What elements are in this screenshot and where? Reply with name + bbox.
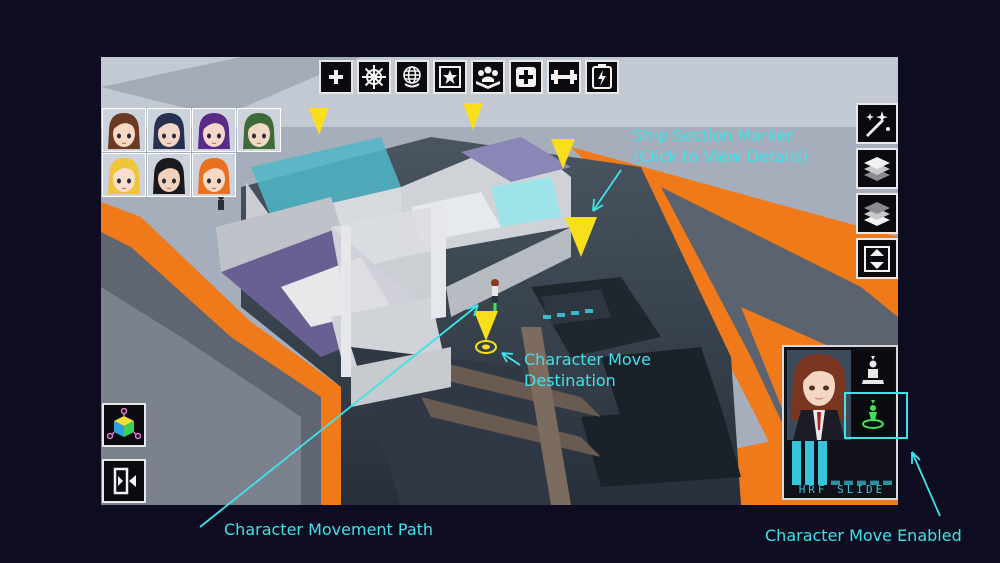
stat-bar [857,480,866,485]
ship-wheel-icon [362,65,386,89]
magic-sparkle-button[interactable] [856,103,898,144]
layers-down-button[interactable] [856,193,898,234]
layers-down-icon [864,201,890,226]
callout-line: Ship Section Marker [633,126,793,145]
stat-bar [883,480,892,485]
character-stand-button[interactable] [852,351,894,391]
stat-bar [870,480,879,485]
dumbbell-icon [551,70,577,84]
magic-sparkle-icon [866,110,890,137]
top-toolbar [319,60,619,94]
right-tool-panel [856,103,898,279]
character-move-icon [862,400,884,429]
stat-bar [831,480,840,485]
power-battery-icon [592,64,612,89]
star-badge-icon [439,66,461,88]
stat-bar [805,441,814,485]
crew-group-icon [476,66,500,89]
character-portrait[interactable] [237,108,281,152]
selected-character-panel: HRF SLIDE [782,345,898,500]
expand-vertical-icon [864,245,890,272]
stat-bars [792,441,892,485]
movement-path-callout: Character Movement Path [224,520,434,539]
character-stand-icon [862,356,884,384]
stat-bar [818,441,827,485]
character-portrait[interactable] [147,153,191,197]
cube-network-icon [107,408,141,440]
move-destination-callout: Character Move Destination [524,349,651,391]
power-battery-button[interactable] [585,60,619,94]
dumbbell-button[interactable] [547,60,581,94]
layers-up-button[interactable] [856,148,898,189]
character-move-button[interactable] [852,395,894,435]
map-character[interactable] [491,279,499,302]
ship-wheel-button[interactable] [357,60,391,94]
move-enabled-highlight [844,392,908,439]
expand-vertical-button[interactable] [856,238,898,279]
crew-group-button[interactable] [471,60,505,94]
callout-line: Character Move [524,350,651,369]
star-badge-button[interactable] [433,60,467,94]
stats-label: HRF SLIDE [798,483,886,496]
medical-cross-button[interactable] [509,60,543,94]
stat-bar [844,480,853,485]
move-enabled-callout: Character Move Enabled [765,526,962,545]
character-portrait[interactable] [147,108,191,152]
ship-section-marker-callout: Ship Section Marker (Click to View Detai… [633,125,808,167]
stat-bar [792,441,801,485]
selected-character-portrait[interactable] [787,350,851,440]
character-portrait[interactable] [102,108,146,152]
callout-line: Destination [524,371,616,390]
medical-cross-icon [516,67,536,87]
character-portrait[interactable] [192,153,236,197]
character-portrait[interactable] [102,153,146,197]
globe-button[interactable] [395,60,429,94]
collapse-arrows-icon [326,67,346,87]
layers-up-icon [864,156,890,181]
exit-door-icon [113,467,136,495]
exit-door-button[interactable] [102,459,146,503]
callout-line: (Click to View Details) [633,147,809,166]
globe-icon [403,66,421,88]
character-roster [102,108,281,197]
ship-section-marker[interactable] [309,103,597,257]
cube-network-button[interactable] [102,403,146,447]
character-portrait[interactable] [192,108,236,152]
collapse-arrows-button[interactable] [319,60,353,94]
